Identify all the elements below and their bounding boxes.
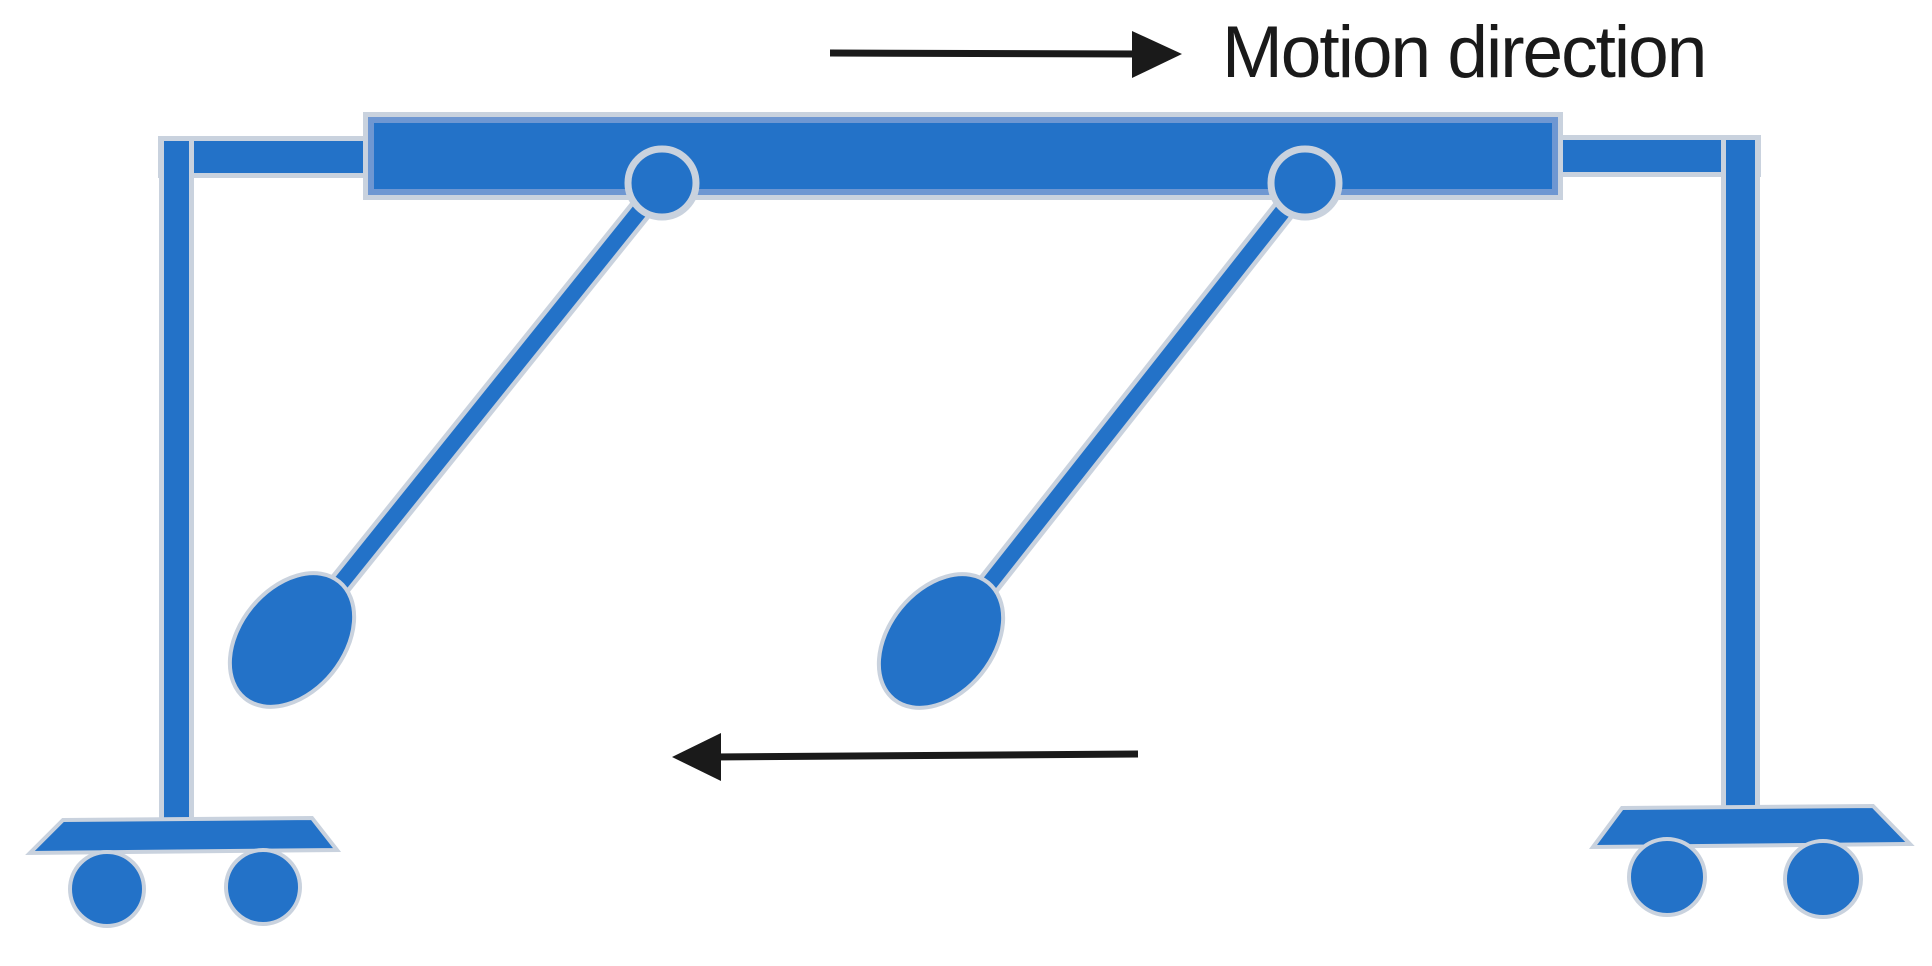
- swing-direction-arrow: [672, 733, 1139, 781]
- left-base: [25, 815, 342, 928]
- pivot-hinges: [624, 145, 1343, 221]
- left-base-wheel-left: [68, 850, 146, 928]
- right-base-wheel-left: [1627, 837, 1707, 917]
- beam: [374, 123, 1552, 189]
- left-pendulum-rod: [293, 177, 669, 640]
- left-leg: [164, 141, 189, 825]
- right-base-plate: [1588, 803, 1915, 850]
- left-base-plate: [25, 815, 342, 856]
- pendulum-rods: [290, 175, 1315, 644]
- top-arrow-shaft: [829, 49, 1141, 58]
- bottom-arrow-shaft: [711, 750, 1139, 761]
- right-base: [1588, 803, 1915, 919]
- arrow-right-icon: [1132, 31, 1182, 78]
- right-pendulum-bob: [876, 572, 1006, 710]
- pendulum-bobs: [227, 571, 1006, 710]
- left-pivot-hinge: [624, 145, 700, 221]
- left-pendulum-bob: [227, 571, 357, 709]
- right-base-wheel-right: [1783, 839, 1863, 919]
- top-beam: [363, 112, 1563, 200]
- right-pivot-hinge: [1267, 145, 1343, 221]
- right-support: [1558, 135, 1761, 816]
- motion-direction-label: Motion direction: [1222, 12, 1705, 93]
- left-support: [158, 136, 374, 828]
- right-leg: [1726, 140, 1755, 813]
- motion-direction-arrow: [829, 31, 1182, 78]
- left-arm: [163, 141, 374, 173]
- right-pendulum-rod: [941, 178, 1312, 641]
- left-base-wheel-right: [224, 848, 302, 926]
- arrow-left-icon: [672, 733, 721, 781]
